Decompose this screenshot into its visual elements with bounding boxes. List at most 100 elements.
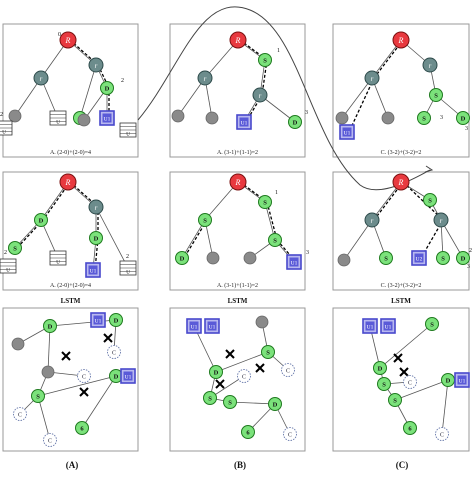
path-edge	[402, 181, 444, 221]
node-label: R	[235, 36, 241, 45]
edge	[47, 325, 51, 373]
edge-weight-label: 3	[306, 250, 309, 256]
blocked-mark	[399, 367, 409, 377]
candidate-node	[283, 427, 297, 441]
node-label: D	[446, 378, 451, 385]
candidate-node	[107, 345, 121, 359]
server-node	[268, 233, 282, 247]
blocked-mark	[103, 333, 113, 343]
node-label: 6	[408, 426, 412, 433]
edge	[341, 77, 373, 119]
transition-arrowhead	[424, 165, 434, 173]
server-node	[373, 361, 387, 375]
panel-frame	[332, 23, 470, 158]
server-node	[223, 395, 237, 409]
candidate-node	[77, 369, 91, 383]
edge-weight-label: 0	[58, 32, 61, 38]
user-node-inner	[342, 127, 352, 137]
client-node	[41, 365, 55, 379]
server-node	[203, 391, 217, 405]
server-node	[456, 251, 470, 265]
router-node	[88, 57, 104, 73]
node-label: C	[440, 433, 444, 439]
edge	[14, 77, 42, 117]
node-label: r	[440, 217, 443, 225]
server-node	[175, 251, 189, 265]
edge-weight-label: 3	[440, 115, 443, 121]
edge	[441, 379, 449, 435]
node-label: R	[398, 178, 404, 187]
edge	[215, 351, 269, 373]
edge	[81, 375, 117, 429]
panel-caption: C. (3-2)+(3-2)=2	[381, 282, 422, 289]
server-node	[43, 319, 57, 333]
client-node	[243, 251, 257, 265]
node-label: r	[259, 92, 262, 100]
root-node	[392, 173, 410, 191]
node-label: U	[126, 271, 130, 276]
server-node	[8, 241, 22, 255]
router-node	[364, 212, 380, 228]
server-node	[425, 317, 439, 331]
node-label: U1	[241, 121, 248, 127]
panel-r2c1: A. (2-0)+(2-0)=4	[2, 171, 139, 291]
node-label: R	[65, 36, 71, 45]
server-node	[75, 421, 89, 435]
blocked-mark	[61, 351, 71, 361]
panel-caption: A. (3-1)+(1-1)=2	[217, 149, 258, 156]
candidate-node	[13, 407, 27, 421]
blocked-mark	[393, 353, 403, 363]
node-label: U2	[416, 257, 423, 263]
panel-frame	[169, 171, 306, 291]
candidate-node	[403, 375, 417, 389]
server-node	[258, 195, 272, 209]
edge-weight-label: 2	[4, 250, 7, 256]
edge	[177, 77, 206, 117]
edge-weight-label: 3	[465, 126, 468, 132]
client-node	[171, 109, 185, 123]
root-node	[59, 173, 77, 191]
node-label: D	[461, 116, 466, 123]
client-node	[206, 251, 220, 265]
server-node	[258, 53, 272, 67]
node-label: U1	[367, 325, 374, 331]
node-label: S	[384, 256, 388, 263]
node-label: r	[371, 217, 374, 225]
client-node	[205, 111, 219, 125]
node-label: D	[114, 318, 119, 325]
client-node	[335, 111, 349, 125]
edge	[229, 401, 276, 405]
server-node	[429, 88, 443, 102]
user-node-inner	[88, 265, 98, 275]
user-node-inner	[93, 315, 103, 325]
panel-frame	[2, 171, 139, 291]
node-label: D	[105, 86, 110, 93]
edge	[37, 395, 51, 441]
graph-r1c1: RrrUSUDU1U022	[0, 31, 137, 138]
node-label: D	[94, 236, 99, 243]
router-node	[364, 70, 380, 86]
router-node	[252, 87, 268, 103]
server-node	[436, 251, 450, 265]
node-label: D	[461, 256, 466, 263]
node-label: D	[273, 402, 278, 409]
node-label: D	[378, 366, 383, 373]
edge-weight-label: 2	[0, 112, 3, 118]
client-node	[381, 111, 395, 125]
candidate-node	[43, 433, 57, 447]
root-node	[229, 173, 247, 191]
panel-caption: A. (2-0)+(2-0)=4	[50, 149, 91, 156]
candidate-node	[435, 427, 449, 441]
server-node	[241, 425, 255, 439]
server-node	[388, 393, 402, 407]
user-node-inner	[457, 375, 467, 385]
blocked-mark	[225, 349, 235, 359]
node-label: D	[293, 120, 298, 127]
node-label: U	[56, 261, 60, 266]
node-label: D	[180, 256, 185, 263]
node-label: U1	[291, 261, 298, 267]
node-label: S	[273, 238, 277, 245]
